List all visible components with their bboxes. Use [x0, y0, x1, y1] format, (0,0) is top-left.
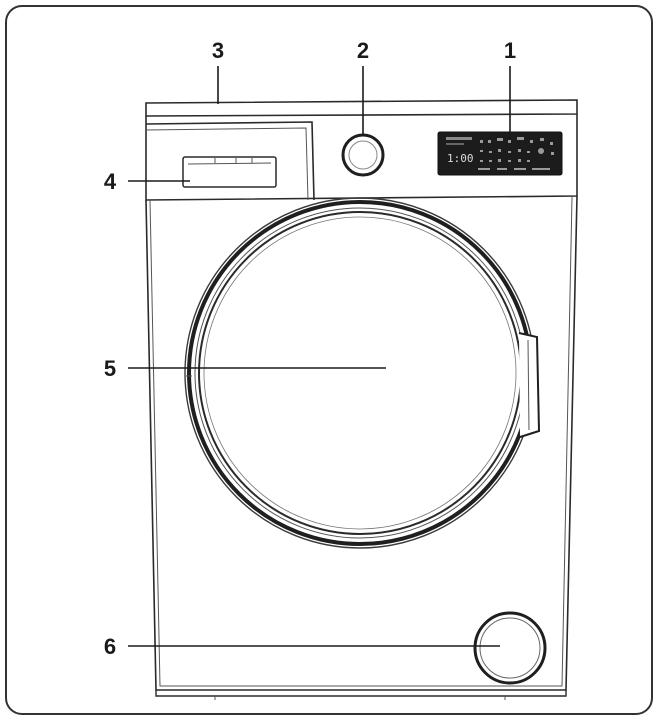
detergent-drawer — [145, 121, 315, 201]
diagram-frame — [5, 5, 653, 715]
callout-5: 5 — [104, 356, 116, 381]
callout-2: 2 — [357, 38, 369, 63]
callout-3: 3 — [212, 38, 224, 63]
control-display-panel: 1:00 — [437, 131, 563, 176]
callout-6: 6 — [104, 634, 116, 659]
panel-indicator-lights — [478, 137, 554, 170]
program-knob — [341, 133, 385, 177]
display-readout: 1:00 — [447, 152, 474, 165]
callout-1: 1 — [504, 38, 516, 63]
callout-4: 4 — [104, 169, 117, 194]
pump-filter-cover — [473, 611, 547, 685]
callout-leaders — [128, 66, 511, 647]
door-handle — [518, 332, 541, 438]
